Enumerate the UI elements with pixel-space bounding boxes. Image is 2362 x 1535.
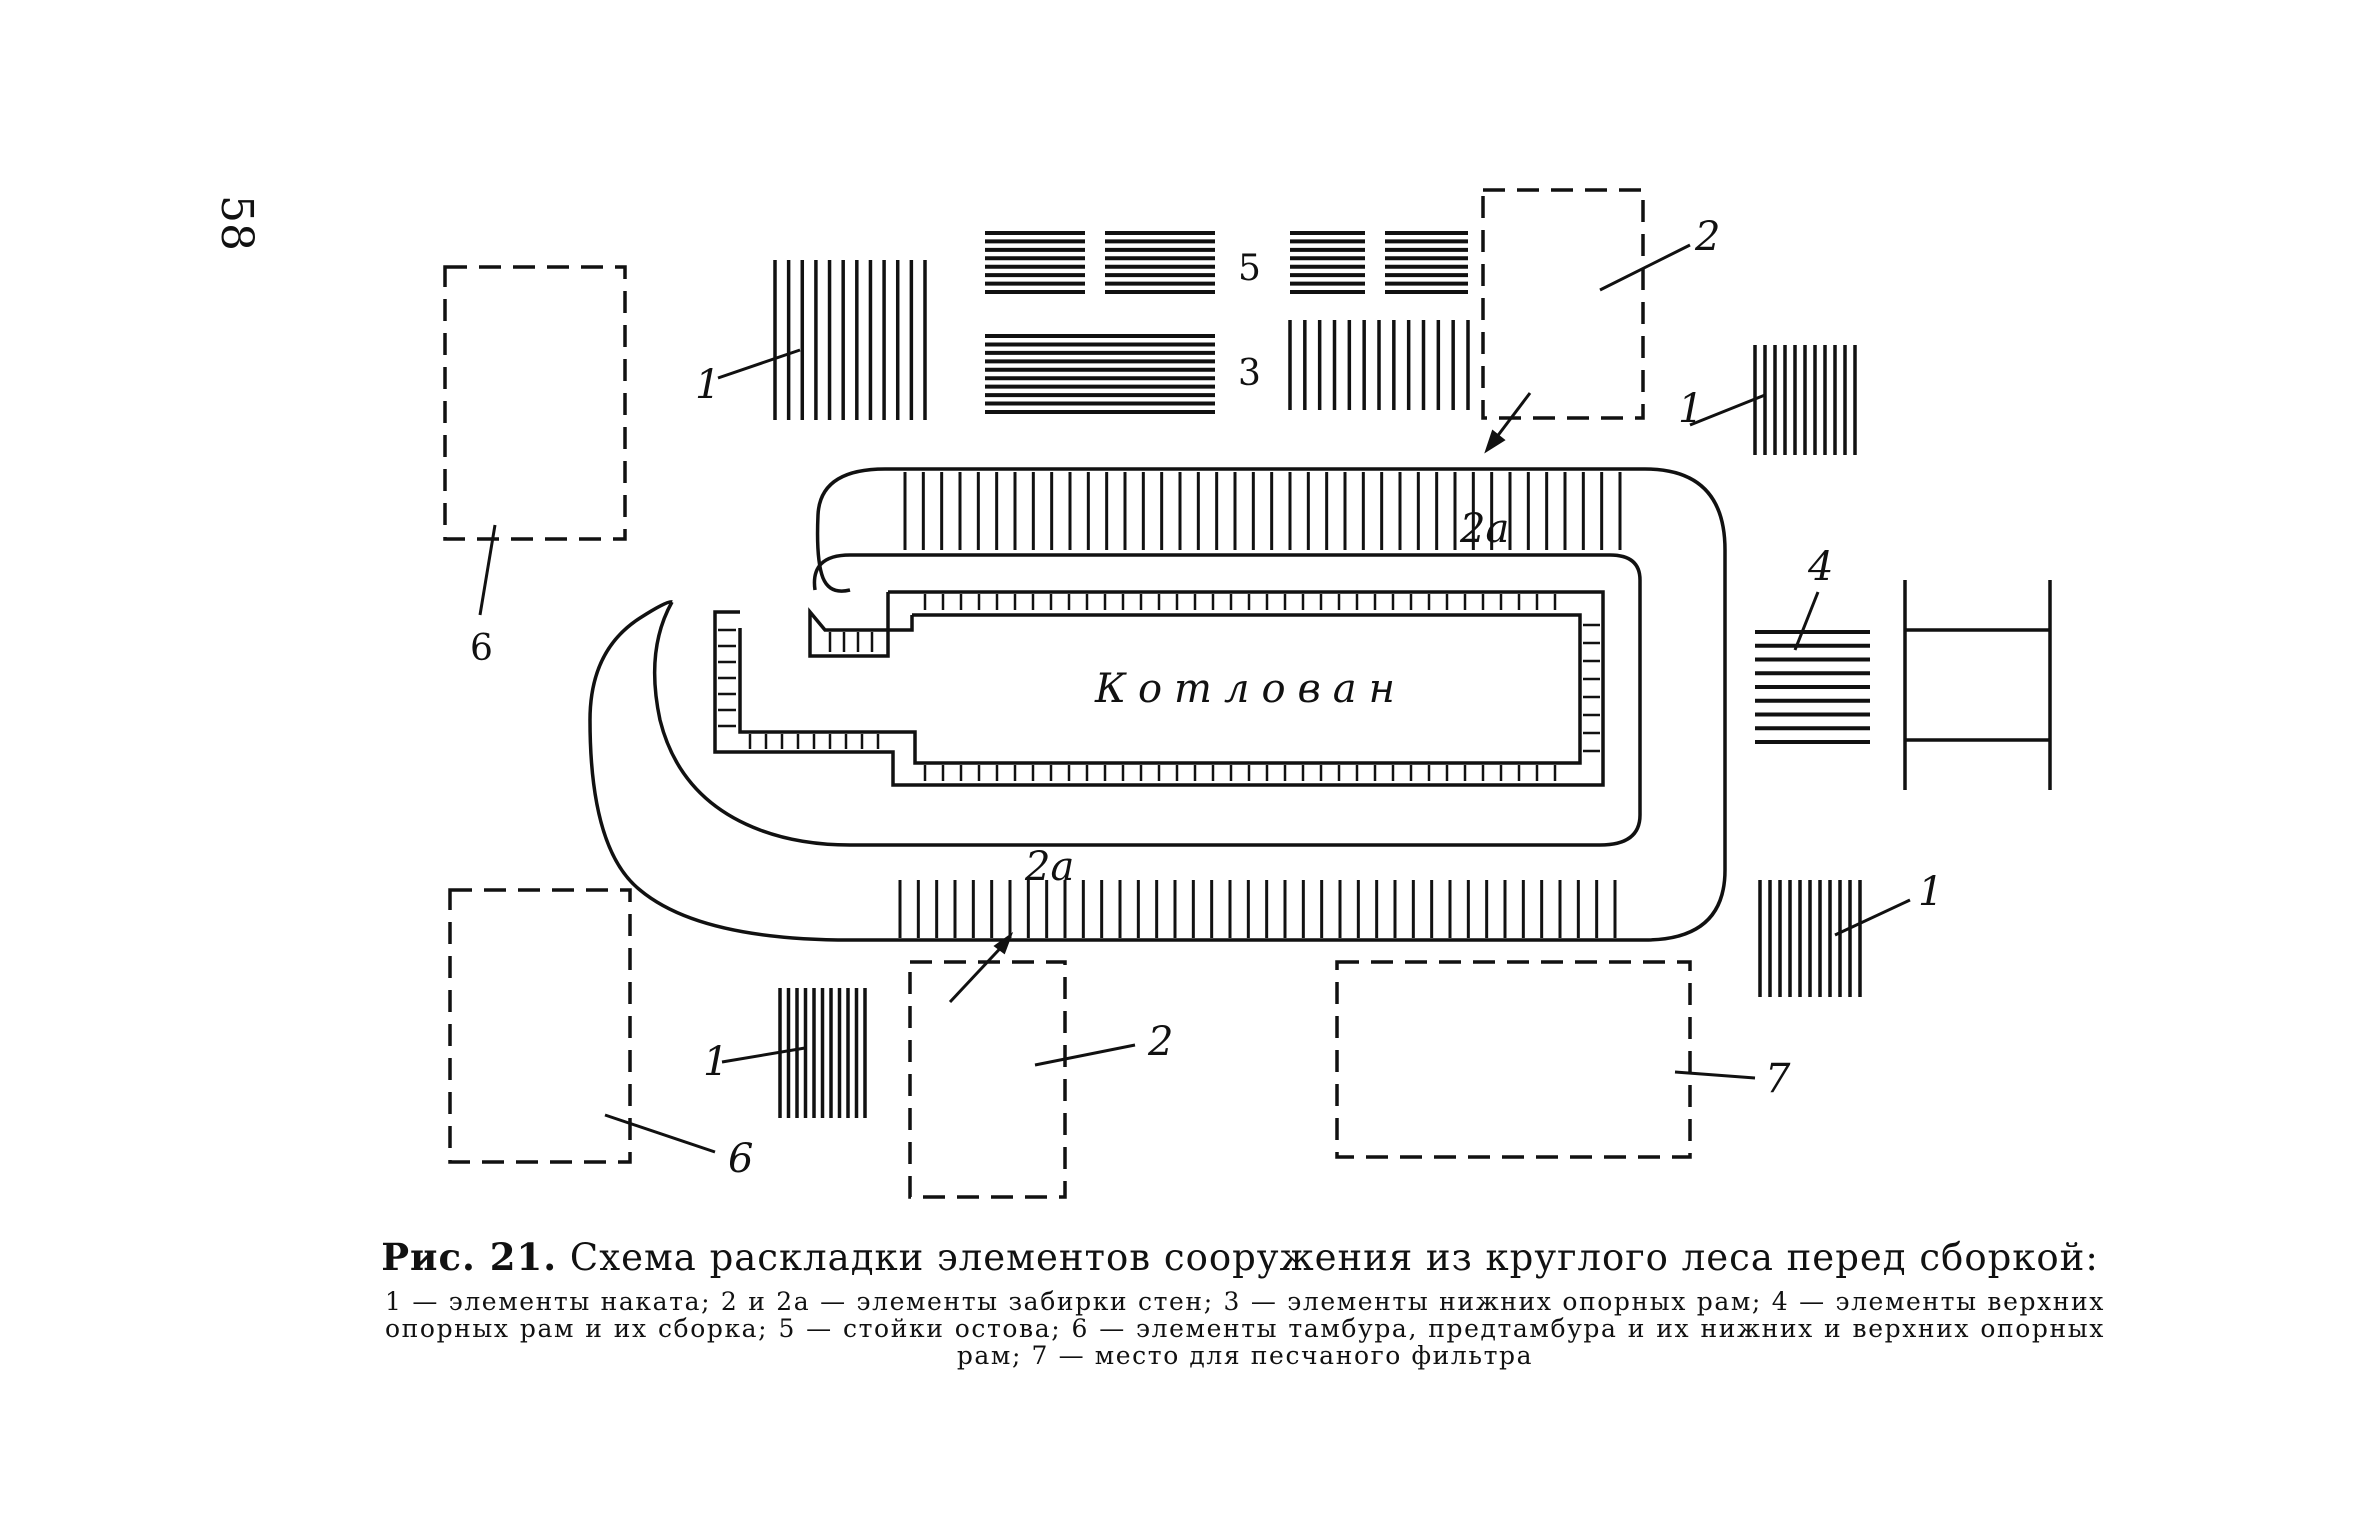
figure-number: Рис. 21. [381,1235,558,1279]
arrow-bottom-head [993,931,1014,955]
label-1-right: 1 [1678,386,1703,432]
figure-caption-title: Рис. 21. Схема раскладки элементов соору… [360,1235,2120,1279]
leader-l1-top [717,348,801,380]
outer-loop-upper-hook [815,467,910,593]
leader-l6-top [478,524,497,616]
figure-caption-legend: 1 — элементы наката; 2 и 2а — элементы з… [385,1287,2105,1370]
figure-title: Схема раскладки элементов сооружения из … [569,1236,2099,1279]
leader-l2-top [1599,243,1691,292]
arrow-top-shaft [1491,392,1532,443]
outer-loop-left-stroke [652,553,1642,847]
leader-l6-bottom [604,1113,716,1154]
label-2a-top: 2а [1459,506,1509,552]
label-1-top: 1 [695,362,720,408]
label-2-bottom: 2 [1147,1019,1173,1065]
outer-loop-path [588,467,1727,942]
area-7 [1335,960,1692,1159]
area-6-top-left [443,265,627,541]
label-1-bottom-left: 1 [703,1039,728,1085]
leader-l2-bottom [1034,1043,1136,1067]
area-2-top [1481,188,1645,420]
pit-outer-outline [713,590,1605,787]
leader-l4 [1793,591,1820,651]
area-2-bottom [908,960,1067,1199]
pit-label: Котлован [1094,666,1407,712]
leader-l1-bottom-left [721,1046,806,1064]
label-2a-bottom: 2а [1024,844,1074,890]
arrow-top-head [1484,429,1506,454]
label-5: 5 [1238,248,1261,289]
hatching-group [718,231,1870,1118]
label-6-top: 6 [470,628,493,669]
pit-inner-outline [738,613,1582,765]
label-3: 3 [1238,353,1261,394]
label-1-bottom-right: 1 [1918,869,1943,915]
label-2-top: 2 [1694,214,1720,260]
page-number: 58 [211,195,262,251]
label-4: 4 [1807,544,1833,590]
leader-l7 [1674,1070,1756,1080]
label-6-bottom: 6 [728,1136,753,1182]
leader-l1-right [1689,393,1766,427]
pit-step-upper [808,592,914,658]
leader-l1-bottom-right [1834,898,1911,937]
label-7: 7 [1765,1056,1791,1102]
arrow-bottom-shaft [948,938,1010,1004]
area-6-bottom-left [448,888,632,1164]
